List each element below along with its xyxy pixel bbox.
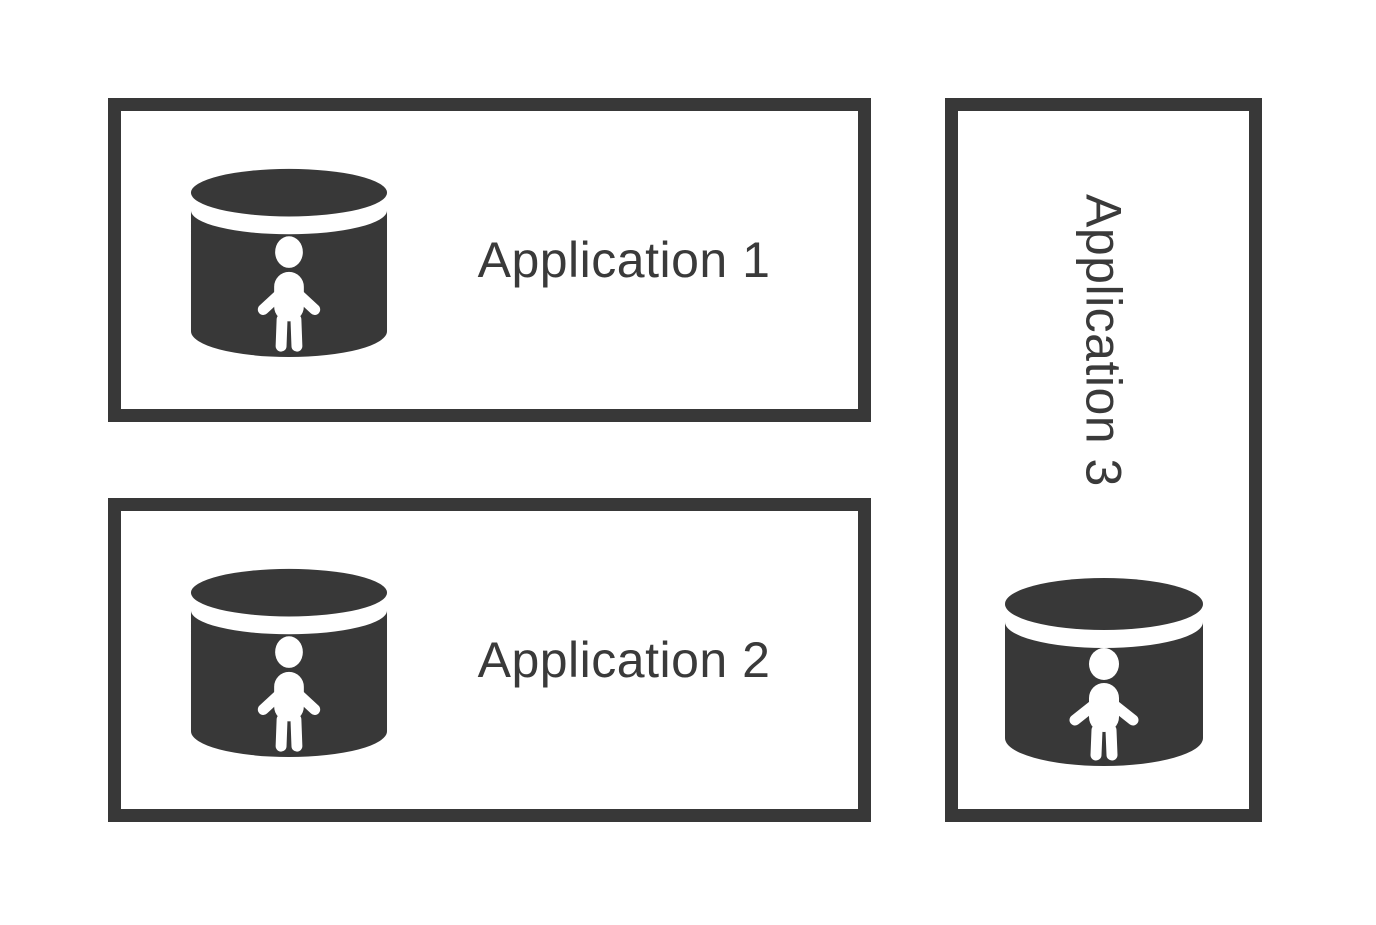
user-database-icon xyxy=(188,161,390,359)
user-database-icon xyxy=(188,561,390,759)
application-1-box: Application 1 xyxy=(108,98,871,422)
application-2-box: Application 2 xyxy=(108,498,871,822)
application-3-box: Application 3 xyxy=(945,98,1262,822)
application-2-label: Application 2 xyxy=(477,632,771,688)
application-3-label-area: Application 3 xyxy=(1075,111,1133,570)
application-1-label: Application 1 xyxy=(477,232,771,288)
user-database-icon xyxy=(1001,570,1207,770)
application-3-label: Application 3 xyxy=(1075,194,1132,487)
